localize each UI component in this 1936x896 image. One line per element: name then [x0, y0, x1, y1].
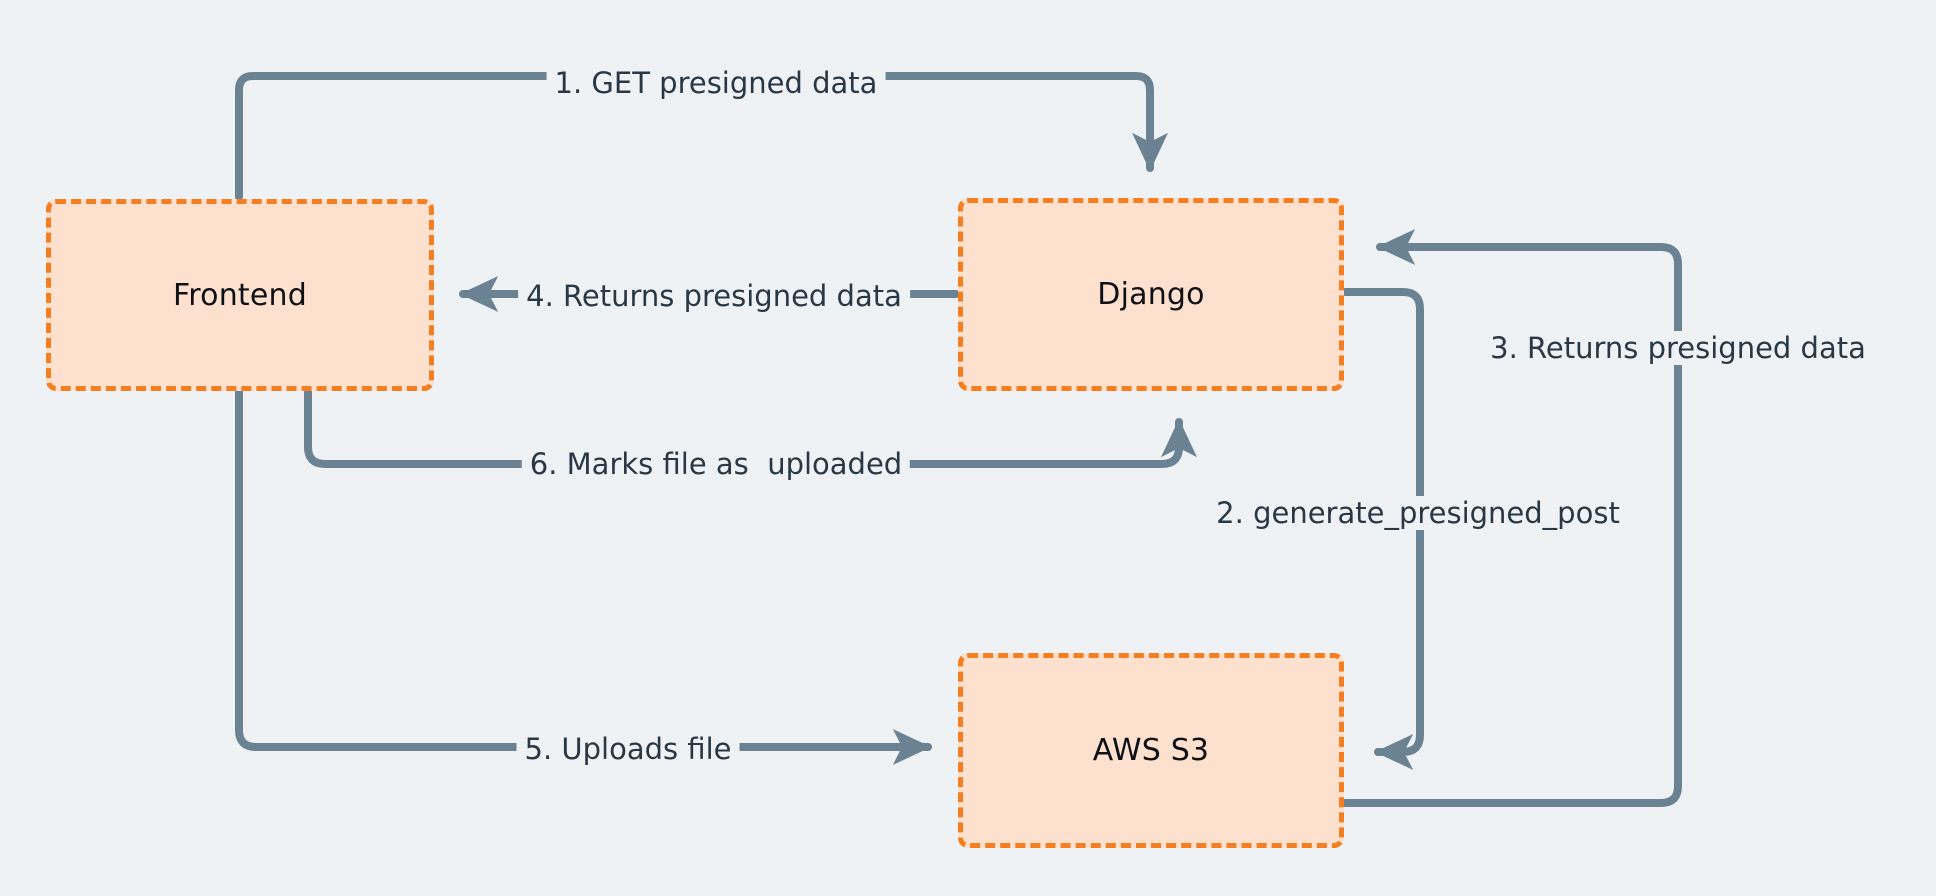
- edge-path-5-uploads-file: [235, 388, 932, 766]
- edge-label-6-marks-file-as-uploaded: 6. Marks file as uploaded: [521, 447, 911, 481]
- node-django-label: Django: [1097, 277, 1205, 312]
- edge-label-1-get-presigned-data: 1. GET presigned data: [546, 66, 886, 100]
- node-frontend[interactable]: Frontend: [46, 199, 434, 391]
- node-django[interactable]: Django: [958, 198, 1344, 391]
- edge-label-3-returns-presigned-data: 3. Returns presigned data: [1482, 331, 1874, 365]
- node-aws-s3-label: AWS S3: [1092, 733, 1210, 768]
- node-aws-s3[interactable]: AWS S3: [958, 653, 1344, 848]
- node-frontend-label: Frontend: [173, 277, 307, 313]
- edge-label-4-returns-presigned-data: 4. Returns presigned data: [518, 279, 910, 313]
- edge-label-5-uploads-file: 5. Uploads file: [516, 732, 740, 766]
- edge-path-3-returns-presigned-data: [1341, 228, 1682, 807]
- edge-label-2-generate-presigned-post: 2. generate_presigned_post: [1208, 496, 1628, 530]
